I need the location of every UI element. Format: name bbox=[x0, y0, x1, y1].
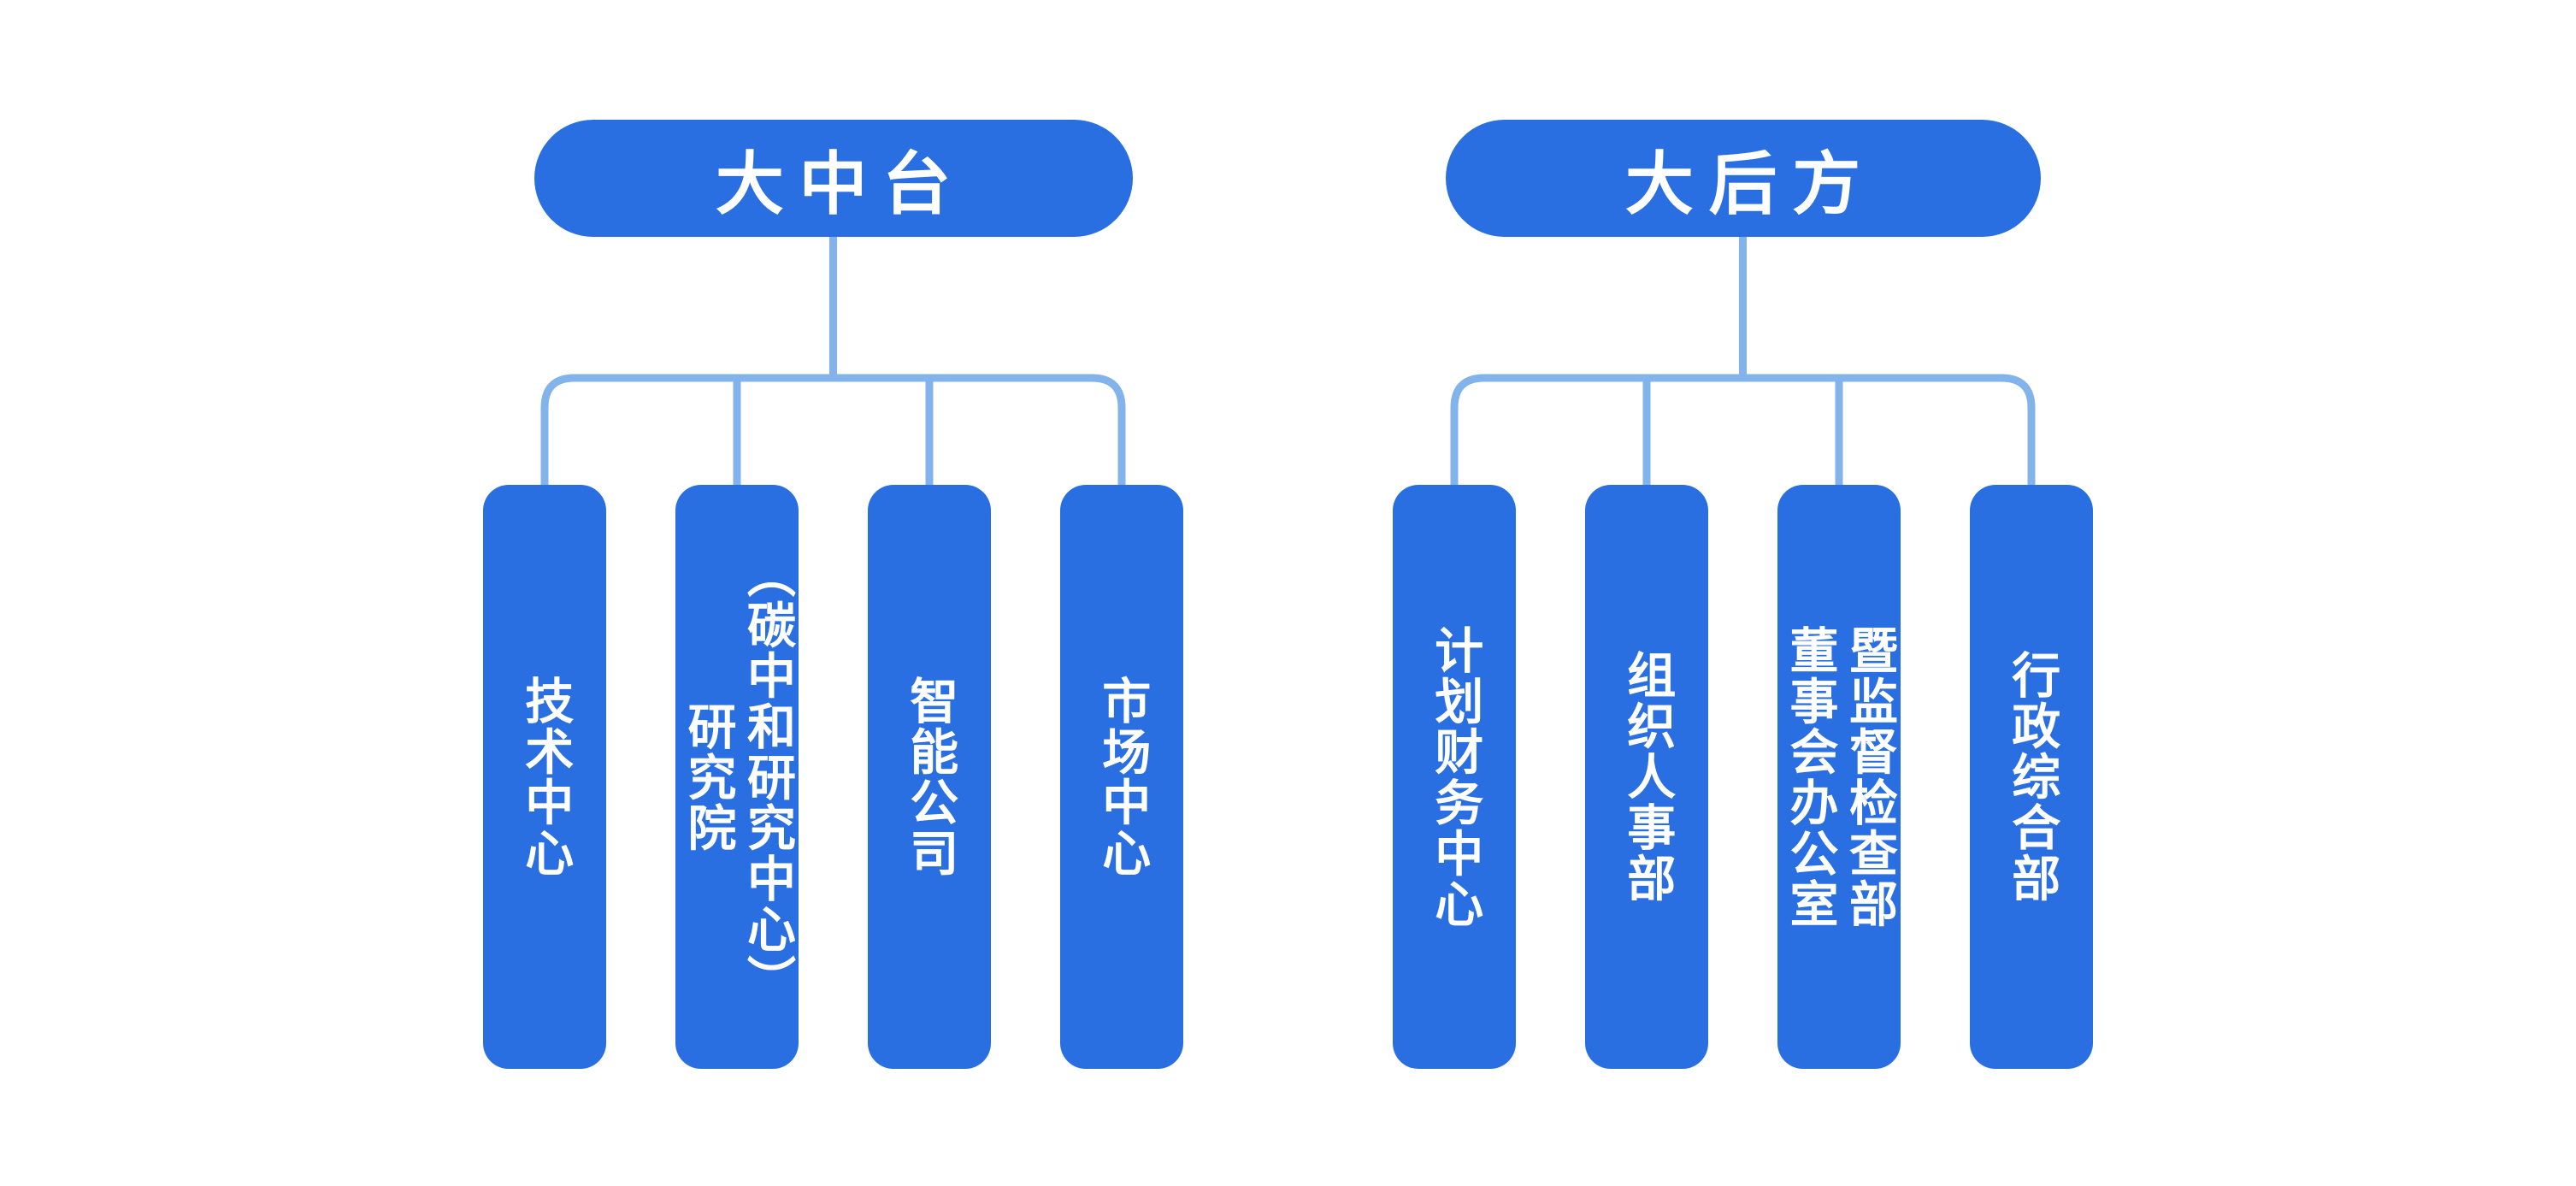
child-node-label: 技术中心 bbox=[517, 675, 573, 879]
connector-lines-left bbox=[540, 237, 1126, 485]
children-row-left: 技术中心 研究院 （碳中和研究中心） 智能公司 市场中心 bbox=[483, 485, 1183, 1069]
root-node-label: 大后方 bbox=[1624, 145, 1876, 222]
child-node-intelligent-company[interactable]: 智能公司 bbox=[868, 485, 991, 1069]
child-node-label: 行政综合部 bbox=[2004, 650, 2060, 904]
root-node-da-zhong-tai[interactable]: 大中台 bbox=[533, 120, 1133, 237]
child-node-organization-hr-dept[interactable]: 组织人事部 bbox=[1585, 485, 1708, 1069]
child-node-label: 市场中心 bbox=[1094, 675, 1150, 879]
child-node-market-center[interactable]: 市场中心 bbox=[1060, 485, 1183, 1069]
child-node-label: 智能公司 bbox=[902, 675, 958, 879]
child-node-label: 研究院 （碳中和研究中心） bbox=[681, 548, 795, 1006]
child-node-technology-center[interactable]: 技术中心 bbox=[483, 485, 606, 1069]
subtree-da-hou-fang: 大后方 计划财务中心 组织人事部 董事会办公室 暨监督检查部 行政综合部 bbox=[1393, 120, 2093, 1069]
children-row-right: 计划财务中心 组织人事部 董事会办公室 暨监督检查部 行政综合部 bbox=[1393, 485, 2093, 1069]
subtree-da-zhong-tai: 大中台 技术中心 研究院 （碳中和研究中心） 智能公司 市场中心 bbox=[483, 120, 1183, 1069]
root-node-da-hou-fang[interactable]: 大后方 bbox=[1445, 120, 2041, 237]
connector-lines-right bbox=[1450, 237, 2036, 485]
child-node-board-office-supervision-dept[interactable]: 董事会办公室 暨监督检查部 bbox=[1777, 485, 1901, 1069]
child-node-label: 组织人事部 bbox=[1619, 650, 1675, 904]
child-node-planning-finance-center[interactable]: 计划财务中心 bbox=[1393, 485, 1516, 1069]
child-node-research-institute[interactable]: 研究院 （碳中和研究中心） bbox=[675, 485, 799, 1069]
child-node-administration-general-dept[interactable]: 行政综合部 bbox=[1970, 485, 2093, 1069]
root-node-label: 大中台 bbox=[715, 145, 966, 222]
child-node-label: 董事会办公室 暨监督检查部 bbox=[1783, 624, 1897, 929]
child-node-label: 计划财务中心 bbox=[1427, 624, 1483, 929]
